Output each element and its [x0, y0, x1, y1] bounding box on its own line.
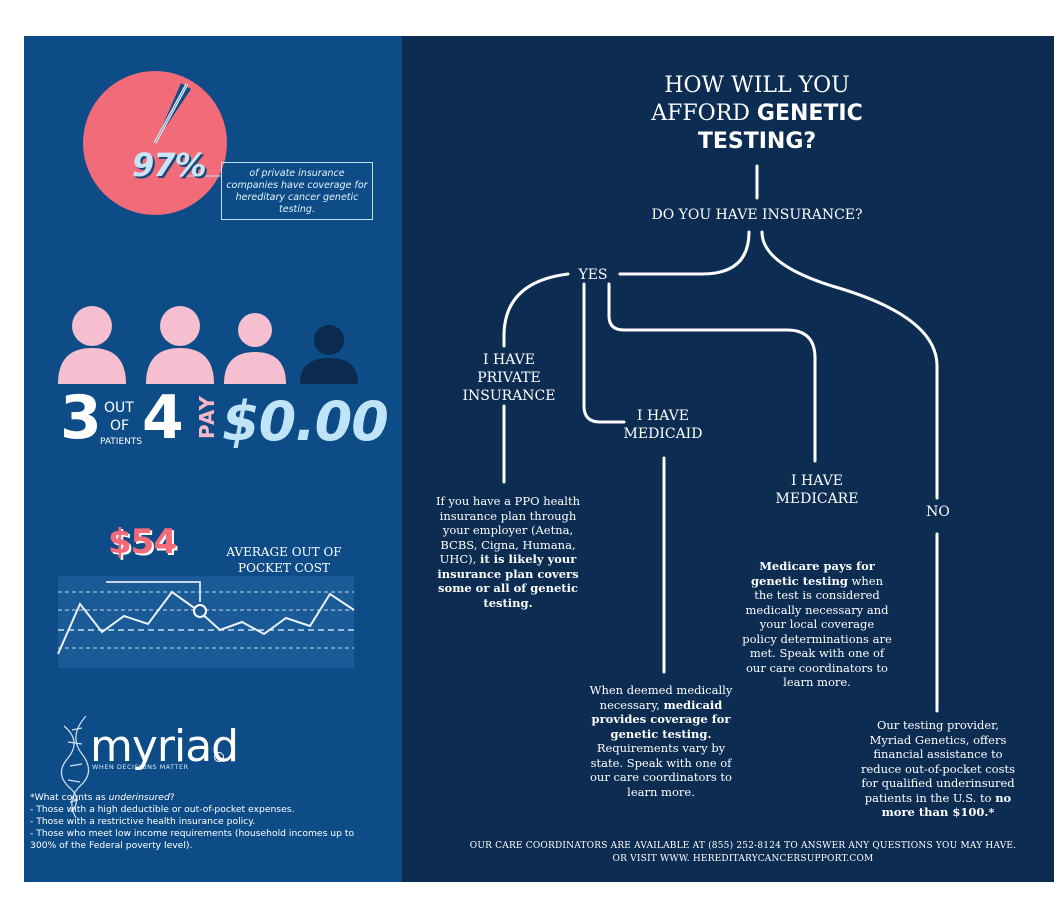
footnote-heading: *What counts as underinsured? — [30, 792, 175, 803]
medicare-node: I HAVE MEDICARE — [775, 473, 859, 507]
avatar-1 — [58, 306, 126, 384]
private-insurance-text: If you have a PPO health insurance plan … — [435, 494, 580, 610]
contact-phone-line: OUR CARE COORDINATORS ARE AVAILABLE AT (… — [469, 841, 1017, 851]
yes-node: YES — [578, 267, 608, 283]
myriad-logo: myriad — [90, 721, 239, 772]
pie-chart — [83, 71, 227, 215]
medicaid-node: I HAVE MEDICAID — [623, 408, 703, 442]
cost-line-chart — [57, 576, 355, 668]
footnote-item: - Those who meet low income requirements… — [30, 828, 355, 851]
avg-cost-label: AVERAGE OUT OF POCKET COST — [226, 545, 342, 575]
price-pointer — [106, 581, 201, 602]
pay-label: PAY — [194, 395, 219, 439]
private-insurance-node: I HAVE PRIVATE INSURANCE — [462, 352, 556, 404]
footnote-item: - Those with a high deductible or out-of… — [30, 804, 295, 815]
registered-icon — [214, 752, 224, 762]
no-node: NO — [926, 504, 950, 520]
pay-amount: $0.00 — [222, 390, 389, 453]
avatar-4-dark — [300, 325, 358, 384]
patients-out: OUT — [104, 400, 134, 416]
contact-footer: OUR CARE COORDINATORS ARE AVAILABLE AT (… — [440, 840, 1046, 866]
stat-caption: of private insurance companies have cove… — [221, 162, 373, 220]
cost-line — [57, 590, 355, 655]
medicare-text: Medicare pays for genetic testing when t… — [742, 559, 892, 689]
footnote-item: - Those with a restrictive health insura… — [30, 816, 256, 827]
patients-total: 4 — [142, 383, 184, 453]
stat-percent: 97% — [132, 146, 207, 184]
logo-tagline: WHEN DECISIONS MATTER — [92, 763, 189, 771]
no-insurance-text: Our testing provider, Myriad Genetics, o… — [860, 718, 1016, 819]
medicaid-text: When deemed medically necessary, medicai… — [589, 683, 733, 799]
right-panel — [402, 36, 1054, 882]
patients-label: PATIENTS — [100, 437, 143, 447]
avatar-2 — [146, 306, 214, 384]
price-marker — [193, 604, 207, 618]
insurance-question: DO YOU HAVE INSURANCE? — [651, 207, 863, 223]
underinsured-footnote: *What counts as underinsured? - Those wi… — [30, 792, 360, 852]
avg-cost-amount: $54 — [108, 522, 177, 562]
flowchart-lines — [502, 164, 939, 713]
website-link[interactable]: OR VISIT WWW. HEREDITARYCANCERSUPPORT.CO… — [612, 854, 874, 864]
left-graphics — [57, 71, 358, 819]
dna-helix-icon — [60, 715, 90, 819]
page-title: HOW WILL YOU AFFORD GENETIC TESTING? — [651, 73, 863, 154]
patients-of: OF — [110, 418, 130, 434]
avatar-3 — [224, 313, 286, 384]
patients-count: 3 — [60, 383, 102, 453]
